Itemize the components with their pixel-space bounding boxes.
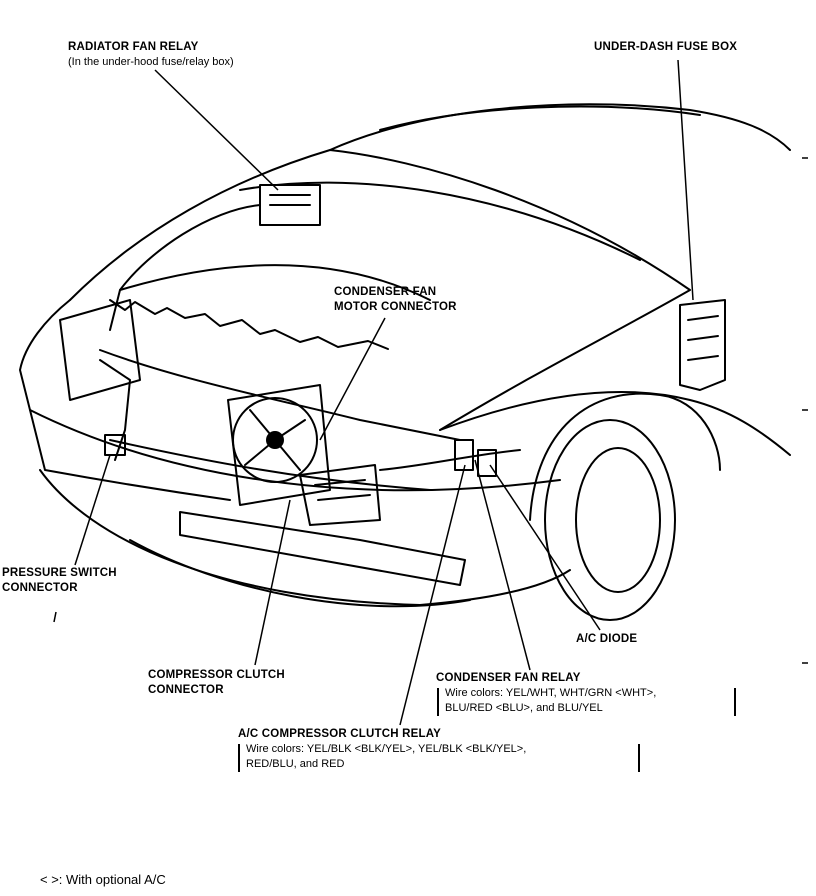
ac-diode-label: A/C DIODE xyxy=(576,633,638,645)
leader-compressor-clutch xyxy=(254,499,291,666)
condenser-fan-relay-label: CONDENSER FAN RELAY xyxy=(436,672,581,684)
leader-pressure-switch xyxy=(74,454,111,566)
front-bumper-face xyxy=(39,469,571,606)
ac-compressor-clutch-relay-wires-2: RED/BLU, and RED xyxy=(246,758,345,770)
pressure-switch-connector-label-1: PRESSURE SWITCH xyxy=(2,567,117,579)
radiator-fan-relay-note: (In the under-hood fuse/relay box) xyxy=(68,56,234,68)
fan-blades xyxy=(244,409,306,471)
ac-clutch-relay-unit xyxy=(477,449,497,477)
condenser-fan-motor-connector-label-2: MOTOR CONNECTOR xyxy=(334,301,457,313)
leader-ac-compressor-relay xyxy=(399,464,466,726)
left-headlight xyxy=(59,299,141,401)
optional-ac-legend: < >: With optional A/C xyxy=(40,872,166,887)
condenser-fan-relay-bracket-right xyxy=(734,688,736,716)
condenser-fan-relay-unit xyxy=(454,439,474,471)
ac-compressor-clutch-relay-label: A/C COMPRESSOR CLUTCH RELAY xyxy=(238,728,442,740)
left-harness-connector xyxy=(104,434,126,456)
fuse-box-detail xyxy=(687,315,719,361)
left-harness xyxy=(99,359,131,461)
leader-ac-diode xyxy=(489,464,601,631)
compressor-block xyxy=(299,464,381,526)
leader-radiator-fan-relay xyxy=(154,69,279,191)
fan-shroud xyxy=(227,384,331,506)
windshield-inner xyxy=(379,105,701,131)
ac-compressor-clutch-relay-wires-1: Wire colors: YEL/BLK <BLK/YEL>, YEL/BLK … xyxy=(246,743,527,755)
front-wheel-inner xyxy=(575,447,661,593)
compressor-clutch-connector-label-1: COMPRESSOR CLUTCH xyxy=(148,669,285,681)
stray-mark xyxy=(53,611,57,623)
under-dash-fuse-box xyxy=(679,299,726,391)
condenser-fan-motor-connector-label-1: CONDENSER FAN xyxy=(334,286,437,298)
condenser-fan-relay-bracket-left xyxy=(437,688,439,716)
compressor-clutch-connector-label-2: CONNECTOR xyxy=(148,684,224,696)
left-fender xyxy=(19,299,231,501)
wheel-arch xyxy=(529,392,721,521)
radiator-fan-relay-label: RADIATOR FAN RELAY xyxy=(68,41,199,53)
hood-outline xyxy=(69,149,691,431)
pressure-switch-connector-label-2: CONNECTOR xyxy=(2,582,78,594)
front-wheel xyxy=(544,419,676,621)
ac-compressor-clutch-relay-bracket-right xyxy=(638,744,640,772)
windshield-edge xyxy=(329,103,791,151)
condenser-fan-relay-wires-1: Wire colors: YEL/WHT, WHT/GRN <WHT>, xyxy=(445,687,657,699)
bumper-lower xyxy=(129,539,471,608)
plate-recess xyxy=(179,511,466,586)
right-harness xyxy=(379,449,521,471)
front-bumper-top xyxy=(29,409,561,492)
leader-under-dash-fuse-box xyxy=(677,59,694,301)
hood-fold xyxy=(119,264,431,301)
leader-condenser-fan-relay xyxy=(474,459,531,671)
compressor-detail xyxy=(314,479,371,501)
engine-bay-cutline xyxy=(109,299,389,350)
ac-compressor-clutch-relay-bracket-left xyxy=(238,744,240,772)
leader-condenser-fan-motor xyxy=(319,317,386,441)
relay-harness xyxy=(109,204,261,331)
radiator-support xyxy=(99,349,461,441)
relay-box-detail xyxy=(269,194,311,206)
radiator-support-lower xyxy=(109,439,431,491)
condenser-fan-relay-wires-2: BLU/RED <BLU>, and BLU/YEL xyxy=(445,702,603,714)
right-fender xyxy=(439,390,791,456)
under-dash-fuse-box-label: UNDER-DASH FUSE BOX xyxy=(594,41,738,53)
